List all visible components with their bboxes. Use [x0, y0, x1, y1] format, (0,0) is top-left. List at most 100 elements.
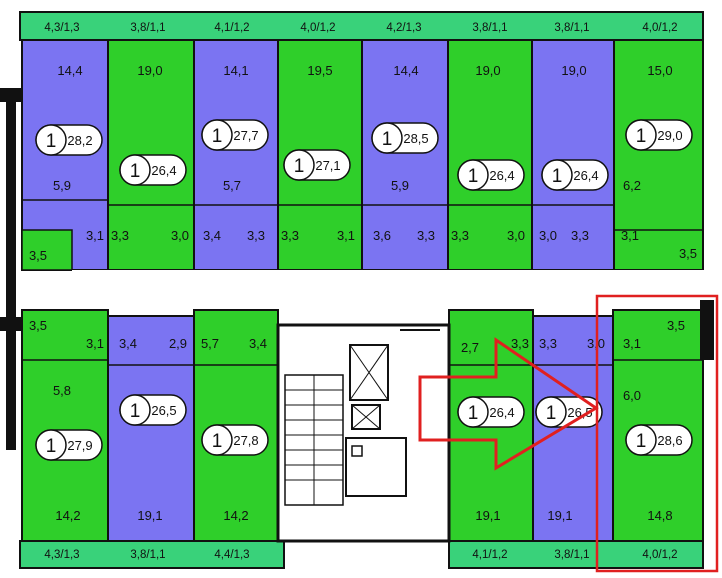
- apartment-main-room-2: 19,0: [137, 63, 162, 78]
- apartment-kitchen-10: 3,4: [119, 336, 137, 351]
- apartment-area-11: 27,8: [233, 433, 258, 448]
- apartment-badge: [535, 396, 603, 428]
- apartment-wc-8: 3,5: [679, 246, 697, 261]
- balcony-top-3: 4,1/1,2: [214, 22, 249, 34]
- apartment-badge: [35, 429, 103, 461]
- apartment-rooms-10: 1: [130, 401, 141, 422]
- apartment-main-room-14: 14,8: [647, 508, 672, 523]
- balcony-top-8: 4,0/1,2: [642, 22, 677, 34]
- apartment-area-2: 26,4: [151, 163, 176, 178]
- apartment-main-room-5: 14,4: [393, 63, 418, 78]
- apartment-bath-9: 3,5: [29, 318, 47, 333]
- apartment-bath-5: 3,6: [373, 228, 391, 243]
- balcony-bottom-6: 4,0/1,2: [642, 549, 677, 561]
- apartment-main-room-4: 19,5: [307, 63, 332, 78]
- apartment-main-room-7: 19,0: [561, 63, 586, 78]
- apartment-area-1: 28,2: [67, 133, 92, 148]
- apartment-rooms-3: 1: [212, 126, 223, 147]
- apartment-kitchen-13: 3,3: [539, 336, 557, 351]
- apartment-main-room-1: 14,4: [57, 63, 82, 78]
- apartment-main-room-13: 19,1: [547, 508, 572, 523]
- apartment-wc-9: 3,1: [86, 336, 104, 351]
- apartment-kitchen-4: 3,3: [281, 228, 299, 243]
- apartment-kitchen-11: 5,7: [201, 336, 219, 351]
- apartment-area-14: 28,6: [657, 433, 682, 448]
- balcony-top-5: 4,2/1,3: [386, 22, 421, 34]
- apartment-area-13: 26,5: [567, 405, 592, 420]
- balcony-bottom-2: 3,8/1,1: [130, 549, 165, 561]
- apartment-badge: [371, 122, 439, 154]
- apartment-badge: [35, 124, 103, 156]
- apartment-kitchen-6: 3,3: [451, 228, 469, 243]
- balcony-bottom-3: 4,4/1,3: [214, 549, 249, 561]
- apartment-rooms-9: 1: [46, 436, 57, 457]
- apartment-main-room-3: 14,1: [223, 63, 248, 78]
- apartment-kitchen-3: 5,7: [223, 178, 241, 193]
- apartment-kitchen-2: 3,3: [111, 228, 129, 243]
- apartment-main-room-8: 15,0: [647, 63, 672, 78]
- apartment-rooms-8: 1: [636, 126, 647, 147]
- apartment-badge: [457, 396, 525, 428]
- apartment-bath-10: 2,9: [169, 336, 187, 351]
- apartment-wc-14: 3,5: [667, 318, 685, 333]
- balcony-bottom-4: 4,1/1,2: [472, 549, 507, 561]
- apartment-badge: [625, 424, 693, 456]
- apartment-rooms-12: 1: [468, 403, 479, 424]
- apartment-bath-12: 3,3: [511, 336, 529, 351]
- apartment-rooms-5: 1: [382, 129, 393, 150]
- apartment-wc-1: 3,1: [86, 228, 104, 243]
- apartment-kitchen-1: 5,9: [53, 178, 71, 193]
- apartment-top-8: [613, 39, 704, 271]
- apartment-area-6: 26,4: [489, 168, 514, 183]
- apartment-wc-5: 3,3: [417, 228, 435, 243]
- apartment-area-4: 27,1: [315, 158, 340, 173]
- apartment-rooms-14: 1: [636, 431, 647, 452]
- apartment-wc-3: 3,3: [247, 228, 265, 243]
- apartment-kitchen-7: 3,0: [539, 228, 557, 243]
- apartment-kitchen-8: 6,2: [623, 178, 641, 193]
- apartment-kitchen-9: 5,8: [53, 383, 71, 398]
- highlight-arrow: [418, 337, 599, 471]
- apartment-badge: [625, 119, 693, 151]
- apartment-bath-6: 3,0: [507, 228, 525, 243]
- apartment-main-room-10: 19,1: [137, 508, 162, 523]
- apartment-rooms-4: 1: [294, 156, 305, 177]
- apartment-main-room-11: 14,2: [223, 508, 248, 523]
- apartment-badge: [201, 119, 269, 151]
- apartment-bath-14: 3,1: [623, 336, 641, 351]
- apartment-area-8: 29,0: [657, 128, 682, 143]
- apartment-badge: [541, 159, 609, 191]
- apartment-rooms-6: 1: [468, 166, 479, 187]
- apartment-bath-7: 3,3: [571, 228, 589, 243]
- balcony-top-7: 3,8/1,1: [554, 22, 589, 34]
- apartment-rooms-1: 1: [46, 131, 57, 152]
- balcony-top-1: 4,3/1,3: [44, 22, 79, 34]
- balcony-top-6: 3,8/1,1: [472, 22, 507, 34]
- apartment-kitchen-12: 2,7: [461, 340, 479, 355]
- apartment-area-9: 27,9: [67, 438, 92, 453]
- apartment-area-10: 26,5: [151, 403, 176, 418]
- interior-lines: [22, 199, 703, 366]
- apartment-badge: [457, 159, 525, 191]
- apartment-bath-8: 3,1: [621, 228, 639, 243]
- apartment-kitchen-5: 5,9: [391, 178, 409, 193]
- apartment-bottom-3: [193, 309, 279, 542]
- bottom-balcony-strip: [19, 540, 704, 569]
- apartment-area-12: 26,4: [489, 405, 514, 420]
- apartment-kitchen-14: 6,0: [623, 388, 641, 403]
- apartment-badge: [283, 149, 351, 181]
- apartment-bath-11: 3,4: [249, 336, 267, 351]
- apartment-badge: [201, 424, 269, 456]
- apartment-rooms-7: 1: [552, 166, 563, 187]
- apartment-rooms-11: 1: [212, 431, 223, 452]
- apartment-rooms-13: 1: [546, 403, 557, 424]
- apartment-top-6: [447, 39, 533, 271]
- balcony-top-2: 3,8/1,1: [130, 22, 165, 34]
- apartment-area-7: 26,4: [573, 168, 598, 183]
- apartment-bath-4: 3,1: [337, 228, 355, 243]
- apartment-bath-1: 3,5: [29, 248, 47, 263]
- apartment-bottom-1: [21, 309, 109, 542]
- apartment-bath-2: 3,0: [171, 228, 189, 243]
- apartment-main-room-6: 19,0: [475, 63, 500, 78]
